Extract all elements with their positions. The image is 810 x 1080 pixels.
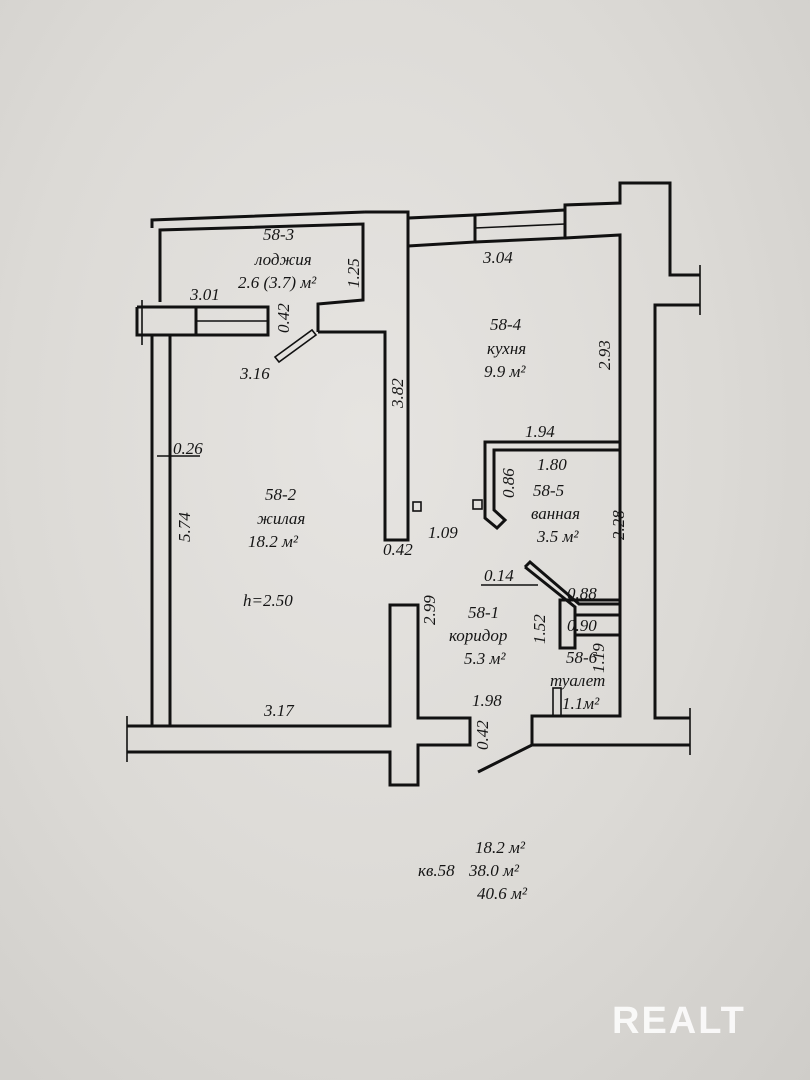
area-summary: 18.2 м² кв.58 38.0 м² 40.6 м²	[418, 838, 528, 903]
room-58-2-height: h=2.50	[243, 591, 293, 610]
room-58-5-area: 3.5 м²	[536, 527, 579, 546]
room-58-3-area: 2.6 (3.7) м²	[238, 273, 317, 292]
room-58-6-id: 58-6	[566, 648, 598, 667]
dim-label: 1.09	[428, 523, 458, 542]
dim-label: 0.88	[567, 584, 597, 603]
dim-label: 2.28	[609, 510, 628, 540]
dimension-labels: 3.01 1.25 0.42 3.16 3.04 3.82 2.93 0.26 …	[157, 248, 628, 750]
dim-label: 3.82	[388, 378, 407, 409]
dim-label: 1.25	[344, 258, 363, 288]
summary-living-area: 18.2 м²	[475, 838, 526, 857]
dim-label: 0.42	[473, 720, 492, 750]
dim-label: 1.98	[472, 691, 502, 710]
room-58-6-area: 1.1м²	[562, 694, 600, 713]
dim-label: 3.16	[239, 364, 270, 383]
summary-apartment-number: кв.58	[418, 861, 455, 880]
dim-label: 2.93	[595, 340, 614, 370]
dim-label: 5.74	[175, 512, 194, 542]
dim-label: 0.14	[484, 566, 514, 585]
summary-total-area: 38.0 м²	[468, 861, 520, 880]
room-58-2-name: жилая	[257, 509, 305, 528]
dim-label: 3.01	[189, 285, 220, 304]
room-58-5-id: 58-5	[533, 481, 564, 500]
summary-total-with-loggia: 40.6 м²	[477, 884, 528, 903]
room-58-4-name: кухня	[487, 339, 526, 358]
dim-label: 1.80	[537, 455, 567, 474]
room-58-1-area: 5.3 м²	[464, 649, 506, 668]
realt-watermark-logo: REALT	[612, 1000, 746, 1042]
dim-label: 0.90	[567, 616, 597, 635]
room-58-3-name: лоджия	[254, 250, 312, 269]
room-58-1-id: 58-1	[468, 603, 499, 622]
dim-label: 1.19	[589, 643, 608, 673]
dim-label: 3.04	[482, 248, 513, 267]
room-58-5-name: ванная	[531, 504, 580, 523]
room-labels: 58-3 лоджия 2.6 (3.7) м² 58-4 кухня 9.9 …	[238, 225, 605, 713]
room-58-6-name: туалет	[550, 671, 605, 690]
room-58-1-name: коридор	[449, 626, 507, 645]
walls	[126, 181, 701, 787]
dim-label: 2.99	[420, 595, 439, 625]
dim-label: 0.42	[383, 540, 413, 559]
dim-label: 0.42	[274, 303, 293, 333]
dim-label: 1.94	[525, 422, 555, 441]
dim-label: 3.17	[263, 701, 295, 720]
room-58-2-area: 18.2 м²	[248, 532, 299, 551]
room-58-2-id: 58-2	[265, 485, 297, 504]
room-58-4-area: 9.9 м²	[484, 362, 526, 381]
dim-label: 0.26	[173, 439, 203, 458]
room-58-4-id: 58-4	[490, 315, 522, 334]
dim-label: 0.86	[499, 468, 518, 498]
room-58-3-id: 58-3	[263, 225, 294, 244]
dim-label: 1.52	[530, 614, 549, 644]
